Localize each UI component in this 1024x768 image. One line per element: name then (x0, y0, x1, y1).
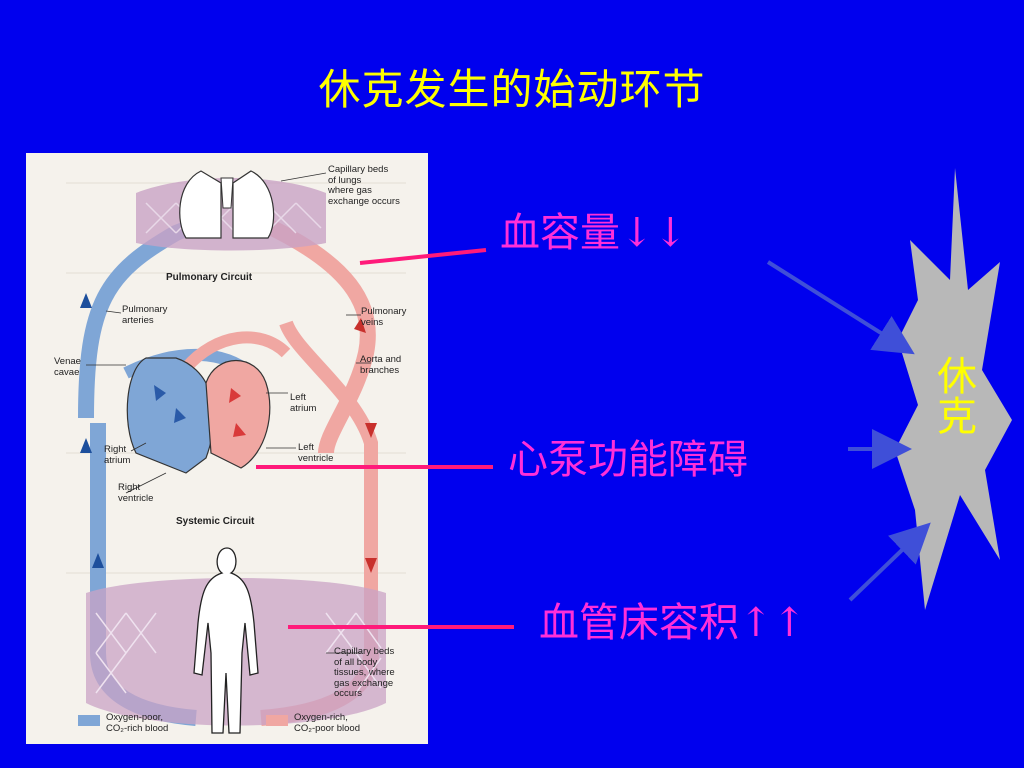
label-pulmonary-veins: Pulmonary veins (361, 306, 407, 328)
label-venae-cavae: Venae cavae (54, 356, 81, 378)
legend-oxygen-rich: Oxygen-rich, CO₂-poor blood (294, 712, 360, 734)
label-left-atrium: Left atrium (290, 392, 317, 414)
label-right-ventricle: Right ventricle (118, 482, 154, 504)
label-capillary-body: Capillary beds of all body tissues, wher… (334, 646, 395, 699)
legend-oxygen-poor: Oxygen-poor, CO₂-rich blood (106, 712, 169, 734)
circulation-drawing (66, 170, 406, 734)
label-aorta: Aorta and branches (360, 354, 402, 376)
label-pulmonary-circuit: Pulmonary Circuit (166, 272, 253, 283)
label-pulmonary-arteries: Pulmonary arteries (122, 304, 168, 326)
slide-title: 休克发生的始动环节 (318, 65, 706, 114)
cause-cardiac-dysfunction: 心泵功能障碍 (508, 437, 748, 483)
label-capillary-lungs: Capillary beds of lungs where gas exchan… (328, 164, 400, 207)
circulation-diagram: Capillary beds of lungs where gas exchan… (26, 153, 428, 744)
label-left-ventricle: Left ventricle (298, 442, 334, 464)
cause-arrows (766, 260, 931, 602)
legend-swatch-oxygen-poor (78, 715, 100, 726)
result-shock: 休克 (930, 355, 976, 435)
legend-swatch-oxygen-rich (266, 715, 288, 726)
cause-blood-volume: 血容量↓↓ (500, 210, 688, 256)
shock-burst (895, 168, 1012, 610)
cause-vascular-bed: 血管床容积↑↑ (539, 600, 807, 646)
pink-connectors (256, 248, 514, 629)
label-systemic-circuit: Systemic Circuit (176, 516, 255, 527)
label-right-atrium: Right atrium (104, 444, 131, 466)
